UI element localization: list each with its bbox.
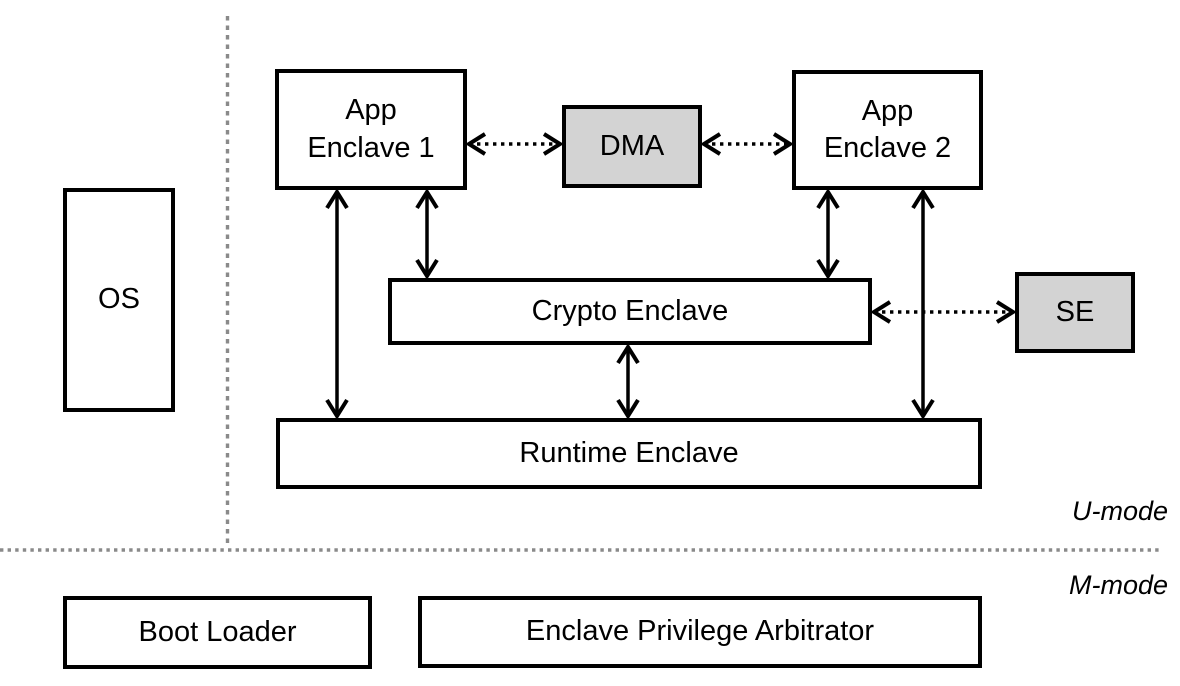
box-se: SE — [1015, 272, 1135, 353]
box-enclave-privilege-arbitrator: Enclave Privilege Arbitrator — [418, 596, 982, 668]
runtime-enclave-label: Runtime Enclave — [519, 436, 739, 469]
box-app-enclave-2: App Enclave 2 — [792, 70, 983, 190]
u-mode-label: U-mode — [1071, 496, 1168, 526]
box-boot-loader: Boot Loader — [63, 596, 372, 669]
dma-label: DMA — [599, 129, 665, 162]
se-label: SE — [1055, 295, 1095, 328]
app-enclave-2-label-line2: Enclave 2 — [823, 132, 952, 164]
boot-loader-label: Boot Loader — [138, 615, 297, 648]
box-app-enclave-1: App Enclave 1 — [275, 69, 467, 190]
app-enclave-1-label-line1: App — [345, 94, 397, 127]
app-enclave-2-label-line1: App — [861, 94, 914, 127]
enclave-privilege-arbitrator-label: Enclave Privilege Arbitrator — [525, 615, 875, 648]
m-mode-label: M-mode — [1068, 570, 1168, 600]
box-crypto-enclave: Crypto Enclave — [388, 278, 872, 345]
crypto-enclave-label: Crypto Enclave — [531, 294, 729, 327]
box-os: OS — [63, 188, 175, 412]
box-dma: DMA — [562, 105, 702, 188]
box-runtime-enclave: Runtime Enclave — [276, 418, 982, 489]
os-label: OS — [98, 283, 140, 316]
app-enclave-1-label-line2: Enclave 1 — [307, 131, 435, 164]
